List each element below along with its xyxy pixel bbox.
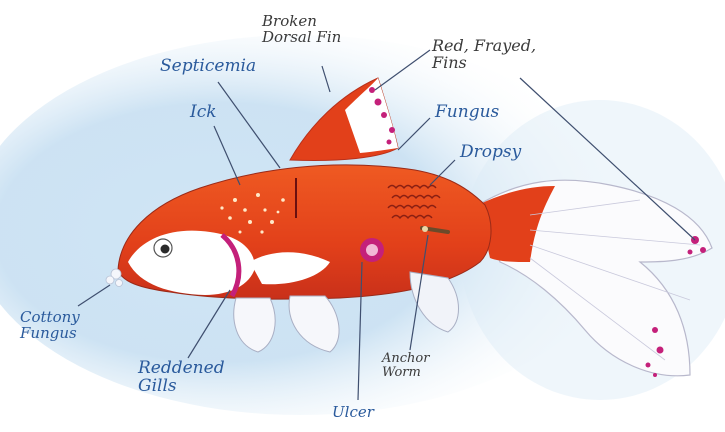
label-dropsy: Dropsy: [460, 144, 521, 162]
label-anchor-worm: Anchor Worm: [382, 352, 429, 379]
label-reddened-gills: Reddened Gills: [138, 360, 225, 396]
label-red-frayed-fins: Red, Frayed, Fins: [432, 38, 536, 72]
label-broken-dorsal-fin: Broken Dorsal Fin: [262, 14, 341, 46]
label-cottony-fungus: Cottony Fungus: [20, 310, 80, 342]
label-septicemia: Septicemia: [160, 58, 256, 76]
label-ulcer: Ulcer: [332, 405, 374, 421]
label-fungus: Fungus: [435, 104, 499, 122]
label-ick: Ick: [190, 104, 217, 122]
